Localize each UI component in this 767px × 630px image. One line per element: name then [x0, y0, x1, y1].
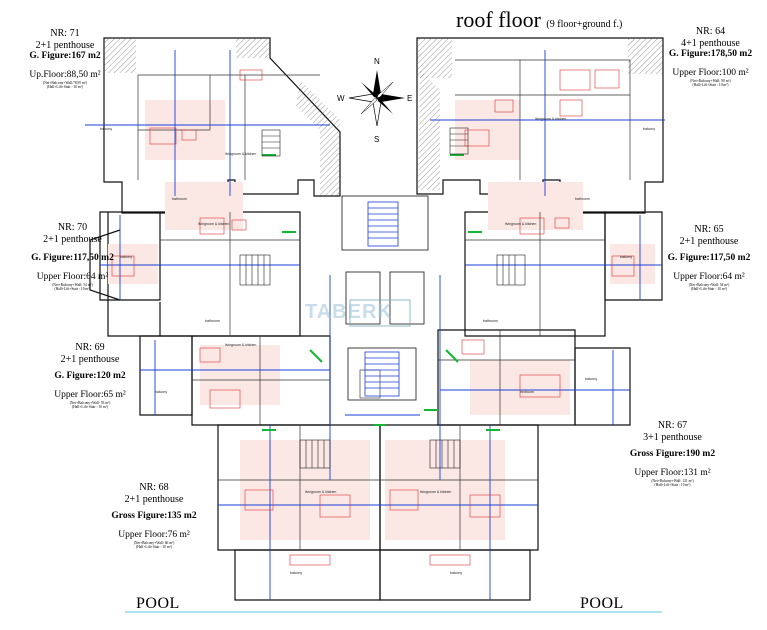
apartment-figure: Gross Figure:190 m2 [629, 449, 716, 459]
internal-stairs [239, 127, 526, 469]
room-fills [108, 100, 655, 540]
compass-e: E [407, 94, 412, 103]
room-bathroom-65: bathroom [575, 197, 590, 201]
apartment-label-67: NR: 67 3+1 penthouse Gross Figure:190 m2… [615, 420, 730, 487]
room-bathroom-67: bathroom [483, 319, 498, 323]
apartment-detail: (Hall+Lift+Stair : 10 m²) [47, 85, 83, 90]
apartment-figure: G. Figure:178,50 m2 [668, 49, 753, 59]
apartment-upper-floor: Up.Floor:88,50 m² [29, 69, 101, 80]
apartment-figure: G. Figure:120 m2 [54, 371, 126, 381]
apartment-figure: G. Figure:167 m2 [29, 51, 101, 61]
apartment-detail: (Hall+Lift+Stair : 10 m²) [654, 483, 691, 488]
room-balcony-67: balcony [450, 571, 462, 575]
drawing-title: roof floor (9 floor+ground f.) [456, 7, 622, 33]
apartment-detail: (Net+Balcony+Wall: 54 m²) [52, 282, 93, 287]
title-main: roof floor [456, 7, 541, 32]
apartment-upper-floor: Upper Floor:65 m² [54, 389, 126, 400]
apartment-detail: (Net+Balcony+Wall:78,95 m²) [42, 80, 88, 85]
apartment-detail: (Net+Balcony+Wall: 121 m²) [651, 478, 694, 483]
room-balcony-67b: balcony [585, 377, 597, 381]
compass-s: S [374, 135, 379, 144]
room-living-67: livingroom & kitchen [420, 490, 451, 494]
compass-n: N [374, 57, 380, 66]
apartment-label-65: NR: 65 2+1 penthouse G. Figure:117,50 m2… [655, 224, 763, 291]
pool-label-right: POOL [580, 595, 624, 612]
apartment-type: 4+1 penthouse [681, 37, 740, 49]
apartment-nr: NR: 69 [75, 342, 105, 353]
room-living-70: livingroom & kitchen [198, 222, 229, 226]
room-living-65: livingroom & kitchen [505, 222, 536, 226]
apartment-upper-floor: Upper Floor:76 m² [118, 529, 190, 540]
apartment-label-71: NR: 71 2+1 penthouse G. Figure:167 m2 Up… [15, 28, 115, 89]
room-bedroom-67: bedroom [520, 390, 534, 394]
room-balcony-69: balcony [155, 390, 167, 394]
room-living-69: livingroom & kitchen [225, 343, 256, 347]
apartment-detail: (Net+Balcony+Wall: 55 m²) [69, 400, 111, 405]
apartment-type: 3+1 penthouse [643, 431, 702, 443]
room-balcony-70: balcony [120, 255, 132, 259]
door-markers [262, 154, 500, 431]
apartment-upper-floor: Upper Floor:64 m² [673, 271, 745, 282]
apartment-nr: NR: 64 [695, 26, 726, 37]
apartment-nr: NR: 65 [694, 224, 724, 235]
apartment-label-68: NR: 68 2+1 penthouse Gross Figure:135 m2… [95, 482, 213, 549]
room-living-71: livingroom & kitchen [225, 152, 256, 156]
furniture [111, 69, 635, 566]
room-balcony-65: balcony [620, 255, 632, 259]
apartment-upper-floor: Upper Floor:64 m² [36, 271, 109, 282]
title-sub: (9 floor+ground f.) [546, 19, 623, 30]
room-bathroom-69: bathroom [205, 319, 220, 323]
apartment-detail: (Net+Balcony+Wall: 90 m²) [690, 78, 731, 83]
apartment-label-69: NR: 69 2+1 penthouse G. Figure:120 m2 Up… [40, 342, 140, 409]
apartment-nr: NR: 71 [50, 28, 80, 39]
apartment-type: 2+1 penthouse [124, 493, 184, 505]
compass-w: W [337, 94, 345, 103]
apartment-type: 2+1 penthouse [679, 235, 739, 247]
room-bathroom-70: bathroom [172, 197, 187, 201]
apartment-detail: (Hall+Lift+Stair : 10 m²) [72, 405, 108, 410]
watermark-text: TABERK [305, 301, 393, 323]
roof-hatching [104, 38, 663, 196]
apartment-nr: NR: 67 [657, 420, 688, 431]
apartment-upper-floor: Upper Floor:100 m² [672, 67, 749, 78]
apartment-detail: (Net+Balcony+Wall: 66 m²) [133, 540, 175, 545]
apartment-figure: G. Figure:117,50 m2 [31, 253, 114, 263]
core-stairs [341, 195, 429, 401]
apartment-figure: G. Figure:117,50 m2 [667, 253, 751, 263]
apartment-nr: NR: 70 [57, 222, 88, 233]
apartment-label-64: NR: 64 4+1 penthouse G. Figure:178,50 m2… [658, 26, 763, 87]
apartment-figure: Gross Figure:135 m2 [111, 511, 197, 521]
interior-walls [137, 59, 631, 550]
apartment-type: 2+1 penthouse [60, 353, 120, 365]
apartment-type: 2+1 penthouse [35, 39, 95, 51]
apartment-detail: (Hall+Lift+Stair : 10 m²) [692, 83, 729, 88]
room-living-64: livingroom & kitchen [535, 117, 566, 121]
apartment-label-70: NR: 70 2+1 penthouse G. Figure:117,50 m2… [20, 222, 125, 291]
room-balcony-64: balcony [643, 127, 655, 131]
room-captions: livingroom & kitchen livingroom & kitche… [100, 117, 655, 575]
room-living-68: livingroom & kitchen [305, 490, 336, 494]
apartment-detail: (Hall+Lift+Stair : 10 m²) [54, 287, 91, 292]
room-balcony-71: balcony [100, 127, 112, 131]
apartment-nr: NR: 68 [139, 482, 169, 493]
apartment-upper-floor: Upper Floor:131 m² [634, 467, 711, 478]
apartment-type: 2+1 penthouse [43, 233, 102, 245]
apartment-detail: (Hall+Lift+Stair : 10 m²) [136, 545, 172, 550]
apartment-detail: (Hall+Lift+Stair : 10 m²) [691, 287, 727, 292]
pool-label-left: POOL [136, 595, 180, 612]
compass-rose: N S W E [337, 57, 412, 144]
apartment-detail: (Net+Balcony+Wall: 54 m²) [688, 282, 730, 287]
room-balcony-68: balcony [290, 571, 302, 575]
